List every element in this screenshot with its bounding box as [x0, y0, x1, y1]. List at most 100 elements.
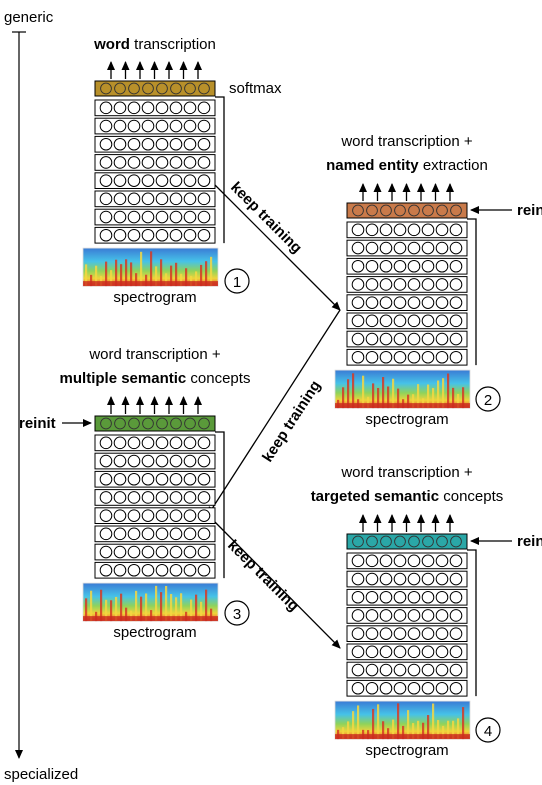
- neuron: [365, 627, 379, 640]
- neuron: [183, 156, 197, 169]
- spectrogram-band: [342, 387, 345, 409]
- hidden-layer: [94, 561, 216, 579]
- spectrogram-band: [180, 593, 183, 622]
- spectrogram-band: [90, 590, 93, 622]
- neuron: [421, 259, 435, 273]
- softmax-unit: [170, 417, 182, 430]
- neuron: [99, 156, 113, 169]
- neuron: [113, 472, 127, 486]
- neuron: [113, 454, 127, 468]
- spectrogram-band: [397, 388, 400, 409]
- neuron: [141, 156, 155, 169]
- neuron: [379, 663, 393, 677]
- hidden-layer: [94, 543, 216, 561]
- neuron: [449, 350, 463, 364]
- spectrogram-band: [347, 721, 350, 740]
- stage-number-badge: [224, 600, 250, 626]
- spectrogram-band: [447, 373, 450, 409]
- spectrogram-label: spectrogram: [113, 624, 196, 641]
- neuron: [169, 436, 183, 450]
- neuron: [127, 472, 141, 486]
- neuron: [197, 454, 211, 468]
- neuron: [435, 278, 449, 291]
- spectrogram-band: [170, 594, 173, 622]
- neuron: [169, 119, 183, 133]
- neuron: [365, 259, 379, 273]
- neuron: [393, 609, 407, 622]
- neuron: [197, 436, 211, 450]
- neuron: [169, 454, 183, 468]
- spectrogram-band: [135, 273, 138, 287]
- neuron: [183, 472, 197, 486]
- neuron: [435, 332, 449, 346]
- spectrogram-band: [347, 379, 350, 409]
- hidden-layer: [94, 470, 216, 488]
- hidden-layer: [94, 154, 216, 171]
- layer-bracket: [215, 96, 225, 244]
- neuron: [435, 609, 449, 622]
- spectrogram-band: [352, 373, 355, 409]
- neuron: [407, 332, 421, 346]
- stage-number: 4: [484, 723, 492, 740]
- neuron: [407, 609, 421, 622]
- neuron: [155, 174, 169, 187]
- spectrogram-band: [437, 380, 440, 409]
- stage-number-badge: [475, 717, 501, 743]
- neuron: [351, 554, 365, 568]
- spectrogram-band: [462, 707, 465, 740]
- neuron: [99, 472, 113, 486]
- spectrogram-band: [115, 596, 118, 622]
- neuron: [141, 436, 155, 450]
- spectrogram-band: [165, 273, 168, 287]
- neuron: [407, 572, 421, 586]
- softmax-label: softmax: [229, 80, 282, 97]
- neuron: [113, 509, 127, 522]
- spectrogram-band: [175, 597, 178, 622]
- softmax-unit: [352, 535, 364, 548]
- neuron: [169, 545, 183, 559]
- neuron: [393, 314, 407, 328]
- neuron: [421, 609, 435, 622]
- neuron: [99, 436, 113, 450]
- neuron: [435, 590, 449, 604]
- neuron: [155, 454, 169, 468]
- neuron: [183, 563, 197, 577]
- stage-title-bold: targeted semantic: [311, 488, 439, 505]
- spectrogram-band: [165, 585, 168, 622]
- neuron: [449, 590, 463, 604]
- hidden-layer: [346, 312, 468, 330]
- neuron: [113, 563, 127, 577]
- neuron: [407, 314, 421, 328]
- neuron: [351, 314, 365, 328]
- transition-arrows: keep training keep training keep trainin…: [204, 174, 341, 649]
- softmax-unit: [100, 417, 112, 430]
- neuron: [393, 241, 407, 255]
- neuron: [127, 454, 141, 468]
- neuron: [155, 156, 169, 169]
- hidden-layer: [346, 607, 468, 624]
- neuron: [127, 527, 141, 541]
- spectrogram-band: [210, 608, 213, 622]
- neuron: [141, 563, 155, 577]
- spectrogram-band: [125, 259, 128, 287]
- hidden-layer: [94, 489, 216, 506]
- neuron: [99, 509, 113, 522]
- neuron: [435, 627, 449, 640]
- neuron: [99, 192, 113, 206]
- spectrogram-band: [145, 593, 148, 622]
- softmax-unit: [394, 204, 406, 217]
- neuron: [365, 590, 379, 604]
- spectrogram-band: [407, 394, 410, 409]
- neuron: [155, 228, 169, 242]
- spectrogram-band: [397, 703, 400, 740]
- neuron: [351, 259, 365, 273]
- neuron: [113, 192, 127, 206]
- neuron: [183, 454, 197, 468]
- neuron: [127, 563, 141, 577]
- network-stage-2: word transcription +named entity extract…: [326, 133, 542, 428]
- neuron: [113, 137, 127, 151]
- softmax-layer: [346, 202, 468, 219]
- reinit-label: reinit: [517, 533, 542, 550]
- stages: word transcriptionsoftmaxspectrogram1wor…: [19, 36, 542, 759]
- neuron: [393, 223, 407, 237]
